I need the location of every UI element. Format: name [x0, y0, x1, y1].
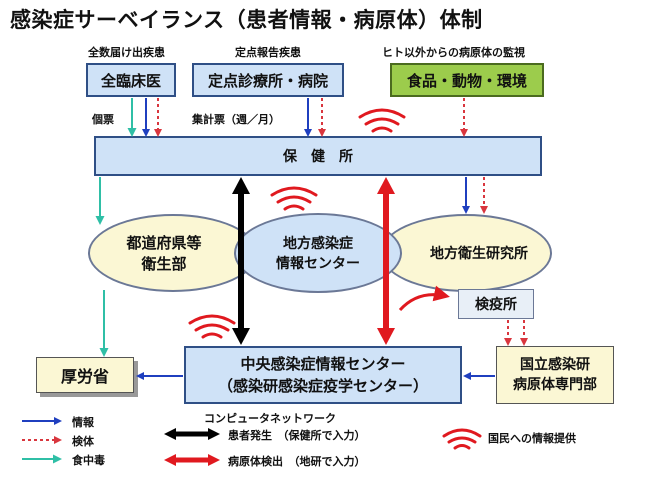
- sentinel-clinic-label: 定点診療所・病院: [207, 71, 328, 90]
- category-all-count: 全数届け出疾患: [88, 46, 165, 59]
- tally-report-label: 集計票（週／月）: [192, 113, 280, 126]
- legend-info-label: 情報: [72, 416, 94, 429]
- niid-label-line2: 病原体専門部: [513, 377, 597, 393]
- legend-public-info-label: 国民への情報提供: [488, 432, 576, 445]
- health-center-box: 保 健 所: [94, 136, 542, 176]
- legend-pathogen-head-right: [208, 454, 220, 466]
- legend-pathogen-label: 病原体検出 （地研で入力）: [228, 455, 366, 468]
- prefecture-label-line2: 衛生部: [141, 255, 187, 273]
- mhlw-label: 厚労省: [60, 367, 109, 386]
- food-env-box: 食品・動物・環境: [390, 63, 544, 97]
- category-non-human: ヒト以外からの病原体の監視: [382, 46, 525, 59]
- category-sentinel: 定点報告疾患: [235, 46, 301, 59]
- public-info-signal-icon: [188, 314, 236, 339]
- quarantine-label: 検疫所: [475, 297, 517, 313]
- page-title: 感染症サーベイランス（患者情報・病原体）体制: [10, 8, 483, 32]
- central-info-center-label-line1: 中央感染症情報センター: [240, 355, 406, 373]
- central-info-center-box: 中央感染症情報センター （感染研感染症疫学センター）: [184, 346, 462, 404]
- legend-patient-label: 患者発生 （保健所で入力）: [228, 429, 366, 442]
- legend-patient-head-right: [208, 428, 220, 440]
- local-info-center-label-line1: 地方感染症: [283, 236, 353, 252]
- quarantine-arrow: [398, 285, 450, 312]
- all-clinic-label: 全臨床医: [100, 71, 161, 90]
- legend-specimen-label: 検体: [72, 435, 94, 448]
- mhlw-box: 厚労省: [36, 357, 134, 393]
- niid-box: 国立感染研 病原体専門部: [496, 346, 614, 404]
- health-center-label: 保 健 所: [283, 149, 353, 165]
- all-clinic-box: 全臨床医: [86, 63, 176, 97]
- legend-patient-head-left: [164, 428, 176, 440]
- niid-label-line1: 国立感染研: [520, 357, 590, 373]
- legend-network-label: コンピュータネットワーク: [204, 412, 336, 425]
- local-lab-label: 地方衛生研究所: [430, 246, 528, 262]
- prefecture-label-line1: 都道府県等: [126, 234, 202, 252]
- public-info-signal-icon: [358, 108, 406, 133]
- legend-signal-icon: [442, 428, 482, 450]
- sentinel-clinic-box: 定点診療所・病院: [192, 63, 344, 97]
- pathogen-arrow-head-down: [377, 328, 395, 345]
- patient-arrow-head-down: [232, 328, 250, 345]
- local-info-center-ellipse: 地方感染症 情報センター: [234, 213, 402, 293]
- pathogen-arrow-head-up: [377, 177, 395, 194]
- quarantine-box: 検疫所: [458, 289, 534, 319]
- individual-report-label: 個票: [92, 113, 114, 126]
- local-info-center-label-line2: 情報センター: [276, 256, 360, 272]
- patient-arrow-head-up: [232, 177, 250, 194]
- legend-pathogen-head-left: [164, 454, 176, 466]
- central-info-center-label-line2: （感染研感染症疫学センター）: [217, 377, 428, 395]
- food-env-label: 食品・動物・環境: [406, 71, 527, 90]
- legend-food-poisoning-label: 食中毒: [72, 454, 105, 467]
- public-info-signal-icon: [270, 186, 318, 211]
